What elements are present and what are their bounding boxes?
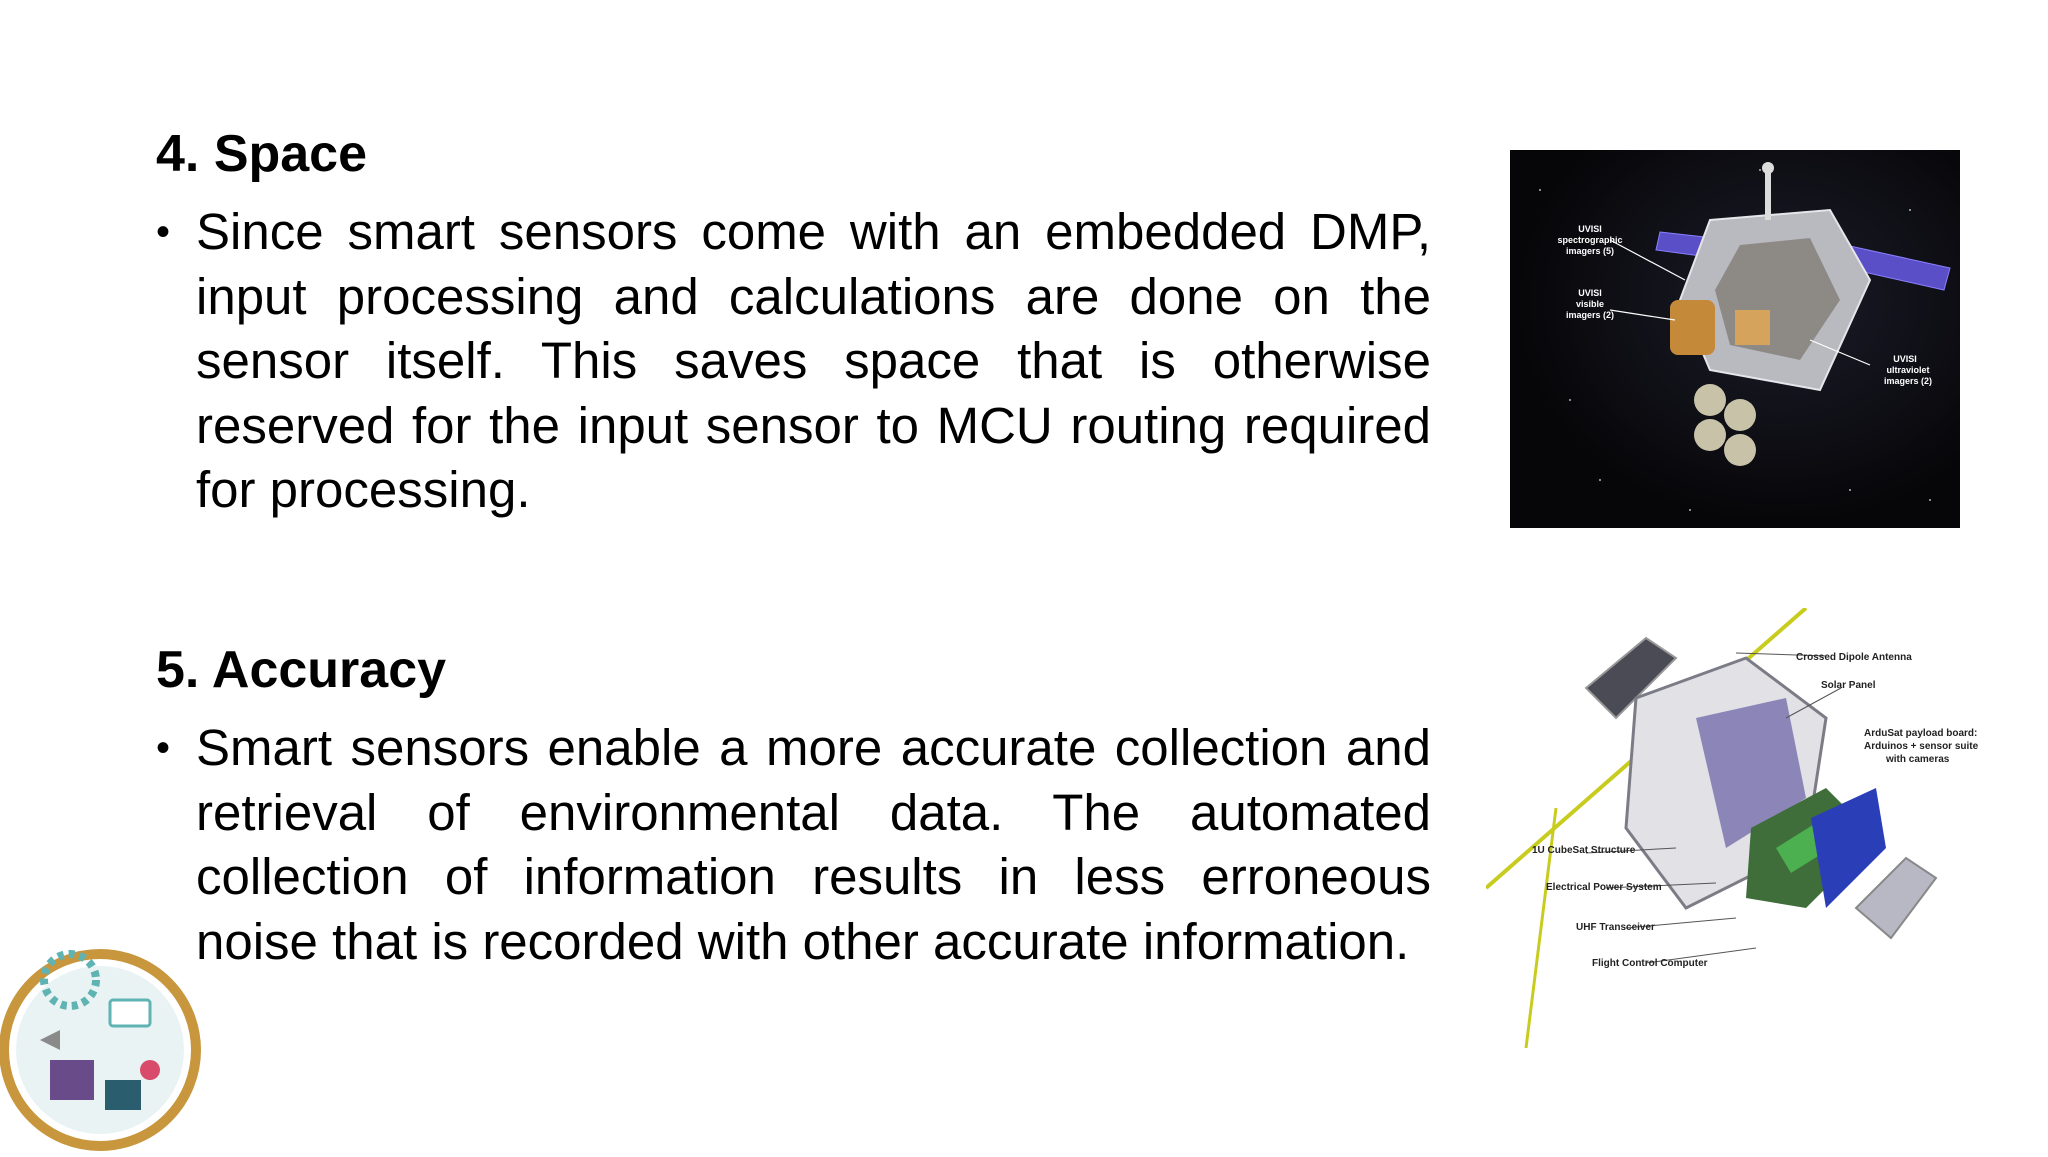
label-visible-2: visible (1576, 299, 1604, 309)
bullet-text: Since smart sensors come with an embedde… (196, 203, 1431, 518)
satellite-image: UVISI spectrographic imagers (5) UVISI v… (1510, 150, 1960, 528)
label-payload-1: ArduSat payload board: (1864, 728, 1977, 739)
label-solar: Solar Panel (1821, 680, 1876, 691)
cubesat-illustration: Crossed Dipole Antenna Solar Panel ArduS… (1486, 608, 1979, 1048)
label-power: Electrical Power System (1546, 882, 1662, 893)
bullet-glyph: • (156, 726, 171, 770)
bullet-item: • Smart sensors enable a more accurate c… (156, 716, 1431, 974)
label-visible-3: imagers (2) (1566, 310, 1614, 320)
cubesat-image: Crossed Dipole Antenna Solar Panel ArduS… (1486, 608, 2026, 1048)
label-fcc: Flight Control Computer (1592, 958, 1708, 969)
label-structure: 1U CubeSat Structure (1532, 845, 1636, 856)
label-uv-3: imagers (2) (1884, 376, 1932, 386)
label-payload-3: with cameras (1885, 754, 1950, 765)
label-spectro-1: UVISI (1578, 224, 1602, 234)
decorative-logo (0, 940, 210, 1152)
bullet-glyph: • (156, 210, 171, 254)
label-spectro-3: imagers (5) (1566, 246, 1614, 256)
bullet-text: Smart sensors enable a more accurate col… (196, 719, 1431, 970)
bullet-item: • Since smart sensors come with an embed… (156, 200, 1431, 523)
label-uv-2: ultraviolet (1886, 365, 1929, 375)
gear-circuit-icon (0, 949, 201, 1151)
label-visible-1: UVISI (1578, 288, 1602, 298)
label-antenna: Crossed Dipole Antenna (1796, 652, 1912, 663)
section-accuracy: 5. Accuracy • Smart sensors enable a mor… (156, 638, 1431, 974)
satellite-illustration: UVISI spectrographic imagers (5) UVISI v… (1539, 162, 1951, 511)
label-payload-2: Arduinos + sensor suite (1864, 741, 1979, 752)
label-spectro-2: spectrographic (1557, 235, 1622, 245)
label-uv-1: UVISI (1893, 354, 1917, 364)
label-uhf: UHF Transceiver (1576, 922, 1655, 933)
section-space: 4. Space • Since smart sensors come with… (156, 122, 1431, 523)
section-heading: 5. Accuracy (156, 641, 447, 699)
section-heading: 4. Space (156, 125, 368, 183)
